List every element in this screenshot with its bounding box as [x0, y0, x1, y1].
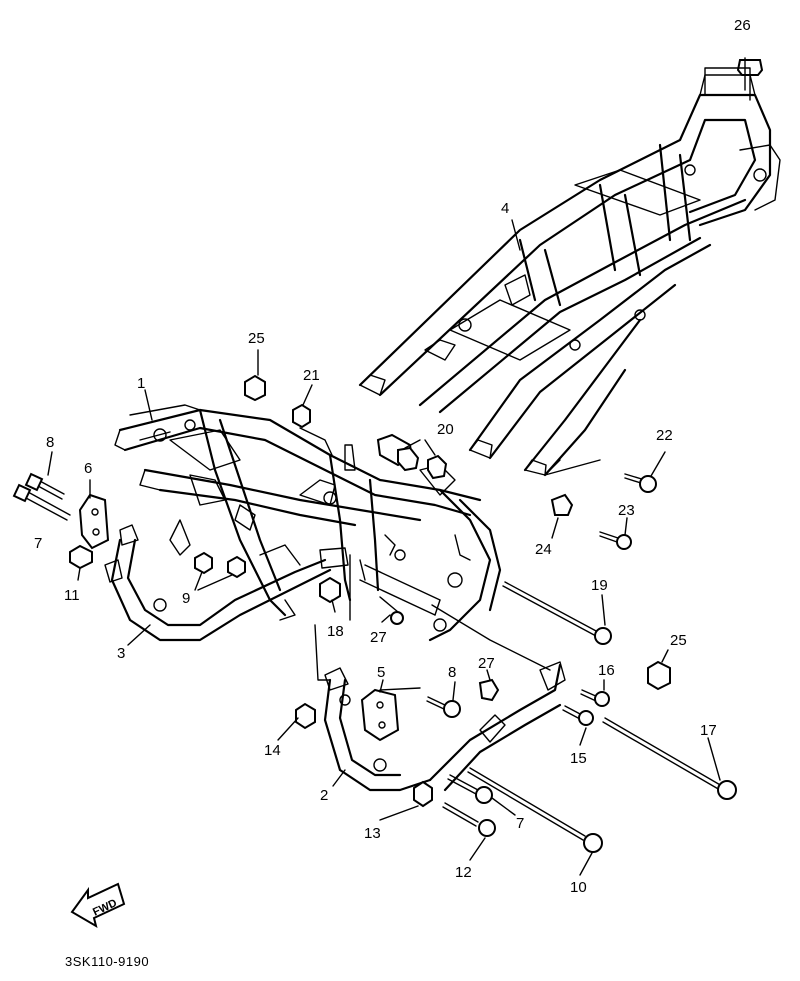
- callout-26: 26: [734, 17, 751, 34]
- callout-7-right: 7: [516, 815, 524, 832]
- callout-14: 14: [264, 742, 281, 759]
- callout-19: 19: [591, 577, 608, 594]
- leader-lines: [47, 57, 751, 876]
- callout-1: 1: [137, 375, 145, 392]
- bracket-5: [360, 688, 400, 742]
- callout-15: 15: [570, 750, 587, 767]
- bracket-6: [78, 493, 110, 550]
- engine-bracket-bar: [428, 661, 566, 792]
- callout-20: 20: [437, 421, 454, 438]
- callout-8-right: 8: [448, 664, 456, 681]
- callout-5: 5: [377, 664, 385, 681]
- callout-24: 24: [535, 541, 552, 558]
- callout-25-top: 25: [248, 330, 265, 347]
- callout-27-right: 27: [478, 655, 495, 672]
- fasteners: [12, 59, 764, 853]
- callout-labels: 26 4 25 21 1 20 22 8 6 7 23 24 11 9 19 3…: [34, 17, 751, 896]
- callout-22: 22: [656, 427, 673, 444]
- callout-7-left: 7: [34, 535, 42, 552]
- right-down-tube: [323, 667, 432, 792]
- callout-13: 13: [364, 825, 381, 842]
- callout-3: 3: [117, 645, 125, 662]
- callout-18: 18: [327, 623, 344, 640]
- callout-17: 17: [700, 722, 717, 739]
- callout-6: 6: [84, 460, 92, 477]
- callout-2: 2: [320, 787, 328, 804]
- callout-9: 9: [182, 590, 190, 607]
- callout-16: 16: [598, 662, 615, 679]
- callout-12: 12: [455, 864, 472, 881]
- callout-27-lower: 27: [370, 629, 387, 646]
- rear-frame: [358, 74, 781, 477]
- callout-10: 10: [570, 879, 587, 896]
- callout-8-left: 8: [46, 434, 54, 451]
- part-code: 3SK110-9190: [65, 954, 149, 969]
- callout-4: 4: [501, 200, 509, 217]
- main-frame: [114, 404, 502, 642]
- callout-25-right: 25: [670, 632, 687, 649]
- fwd-arrow: FWD: [70, 882, 126, 929]
- callout-11: 11: [64, 587, 80, 604]
- callout-21: 21: [303, 367, 320, 384]
- left-down-tube: [104, 524, 332, 642]
- callout-23: 23: [618, 502, 635, 519]
